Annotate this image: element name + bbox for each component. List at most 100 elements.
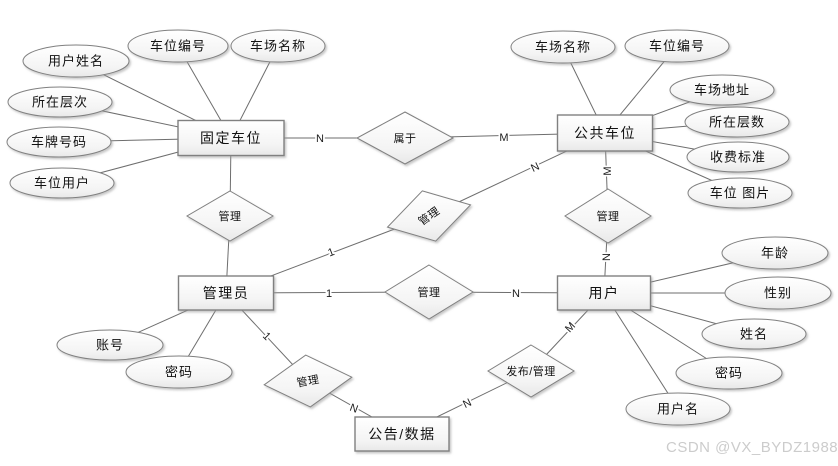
card-admin-managepublic-1: 1 xyxy=(326,246,336,259)
card-fixed-belong-n: N xyxy=(316,133,324,145)
attr-spot-photo-label: 车位 图片 xyxy=(710,186,771,201)
attr-spot-number-right: 车位编号 xyxy=(624,29,730,63)
attr-lot-address: 车场地址 xyxy=(669,74,775,106)
attr-spot-user-label: 车位用户 xyxy=(34,176,90,191)
attr-user-password: 密码 xyxy=(675,356,783,390)
attr-age-label: 年龄 xyxy=(761,246,789,261)
rel-publish-manage-label: 发布/管理 xyxy=(506,364,556,378)
attr-fee-standard-label: 收费标准 xyxy=(710,150,766,165)
attr-lot-address-ellipse xyxy=(669,74,775,106)
entity-public-parking-box xyxy=(556,114,654,152)
attr-lot-name-left-label: 车场名称 xyxy=(250,39,306,54)
rel-user-manage-public-diamond xyxy=(564,188,652,244)
entity-announcement-data-box xyxy=(354,416,450,452)
attr-plate-number-label: 车牌号码 xyxy=(31,135,87,150)
csdn-watermark: CSDN @VX_BYDZ1988 xyxy=(666,439,838,456)
attr-account-label: 账号 xyxy=(96,338,124,353)
card-admin-manageuser-1: 1 xyxy=(326,288,332,300)
card-manage-user-n: N xyxy=(601,253,613,261)
attr-spot-number-left: 车位编号 xyxy=(127,29,229,63)
rel-admin-manage-fixed-label: 管理 xyxy=(219,209,242,223)
attr-plate-number: 车牌号码 xyxy=(6,126,112,158)
entity-fixed-parking-label: 固定车位 xyxy=(200,130,262,146)
rel-publish-manage: 发布/管理 xyxy=(487,344,575,398)
attr-admin-password-ellipse xyxy=(125,355,233,389)
node-layer: 固定车位公共车位管理员用户公告/数据用户姓名车位编号车场名称所在层次车牌号码车位… xyxy=(6,29,832,452)
attr-floor-count-ellipse xyxy=(684,106,790,138)
edge-a-uname--user xyxy=(603,292,679,410)
attr-username: 用户名 xyxy=(625,392,731,426)
entity-user: 用户 xyxy=(556,275,652,311)
rel-user-manage-public: 管理 xyxy=(564,188,652,244)
attr-spot-number-right-ellipse xyxy=(624,29,730,63)
rel-admin-manage-announcement: 管理 xyxy=(263,354,353,408)
card-manageuser-user-n: N xyxy=(512,288,520,300)
entity-announcement-data: 公告/数据 xyxy=(354,416,450,452)
entity-admin-box xyxy=(177,275,275,311)
attr-user-password-label: 密码 xyxy=(715,366,743,381)
attr-floor-count: 所在层数 xyxy=(684,106,790,138)
attr-gender-ellipse xyxy=(724,276,832,310)
rel-publish-manage-diamond xyxy=(487,344,575,398)
attr-account-ellipse xyxy=(56,329,164,361)
rel-belongs-to-label: 属于 xyxy=(394,132,417,145)
rel-admin-manage-user-diamond xyxy=(384,264,474,320)
rel-admin-manage-announcement-label: 管理 xyxy=(295,372,320,390)
attr-floor-level-ellipse xyxy=(7,86,113,118)
entity-admin-label: 管理员 xyxy=(203,285,250,301)
attr-spot-number-right-label: 车位编号 xyxy=(649,39,705,54)
card-publish-ann-n: N xyxy=(461,397,473,411)
attr-floor-level-label: 所在层次 xyxy=(32,95,88,110)
entity-announcement-data-label: 公告/数据 xyxy=(368,426,435,442)
attr-spot-photo: 车位 图片 xyxy=(687,177,793,209)
attr-floor-count-label: 所在层数 xyxy=(709,115,765,130)
card-belong-public-m: M xyxy=(499,132,508,144)
rel-admin-manage-fixed: 管理 xyxy=(186,190,274,242)
entity-public-parking: 公共车位 xyxy=(556,114,654,152)
attr-fee-standard-ellipse xyxy=(686,141,790,173)
attr-spot-user-ellipse xyxy=(9,167,115,199)
attr-username-label: 用户名 xyxy=(657,402,699,417)
attr-plate-number-ellipse xyxy=(6,126,112,158)
attr-admin-password-label: 密码 xyxy=(165,365,193,380)
card-managepublic-public-n: N xyxy=(529,161,541,175)
attr-name-ellipse xyxy=(701,318,807,350)
rel-user-manage-public-label: 管理 xyxy=(597,209,620,223)
rel-admin-manage-public-diamond xyxy=(386,190,472,242)
attr-name-label: 姓名 xyxy=(740,327,768,342)
attr-user-name: 用户姓名 xyxy=(22,44,130,78)
attr-age: 年龄 xyxy=(721,236,829,270)
attr-name: 姓名 xyxy=(701,318,807,350)
attr-admin-password: 密码 xyxy=(125,355,233,389)
attr-lot-name-right: 车场名称 xyxy=(510,30,616,64)
attr-lot-address-label: 车场地址 xyxy=(694,83,750,98)
attr-lot-name-left: 车场名称 xyxy=(230,29,326,63)
entity-fixed-parking-box xyxy=(177,119,285,157)
rel-admin-manage-user-label: 管理 xyxy=(418,285,441,299)
attr-username-ellipse xyxy=(625,392,731,426)
attr-account: 账号 xyxy=(56,329,164,361)
rel-belongs-to: 属于 xyxy=(355,111,455,165)
rel-belongs-to-diamond xyxy=(355,111,455,165)
card-public-manage-m: M xyxy=(602,166,614,175)
attr-floor-level: 所在层次 xyxy=(7,86,113,118)
attr-gender-label: 性别 xyxy=(764,286,792,301)
attr-gender: 性别 xyxy=(724,276,832,310)
rel-admin-manage-fixed-diamond xyxy=(186,190,274,242)
attr-spot-number-left-label: 车位编号 xyxy=(150,39,206,54)
attr-spot-photo-ellipse xyxy=(687,177,793,209)
attr-lot-name-right-ellipse xyxy=(510,30,616,64)
attr-user-name-label: 用户姓名 xyxy=(48,54,104,69)
rel-admin-manage-announcement-diamond xyxy=(263,354,353,408)
card-manageann-ann-n: N xyxy=(348,402,360,416)
entity-fixed-parking: 固定车位 xyxy=(177,119,285,157)
attr-fee-standard: 收费标准 xyxy=(686,141,790,173)
attr-user-name-ellipse xyxy=(22,44,130,78)
attr-lot-name-left-ellipse xyxy=(230,29,326,63)
entity-public-parking-label: 公共车位 xyxy=(574,125,636,141)
entity-user-box xyxy=(556,275,652,311)
attr-age-ellipse xyxy=(721,236,829,270)
attr-spot-number-left-ellipse xyxy=(127,29,229,63)
entity-admin: 管理员 xyxy=(177,275,275,311)
